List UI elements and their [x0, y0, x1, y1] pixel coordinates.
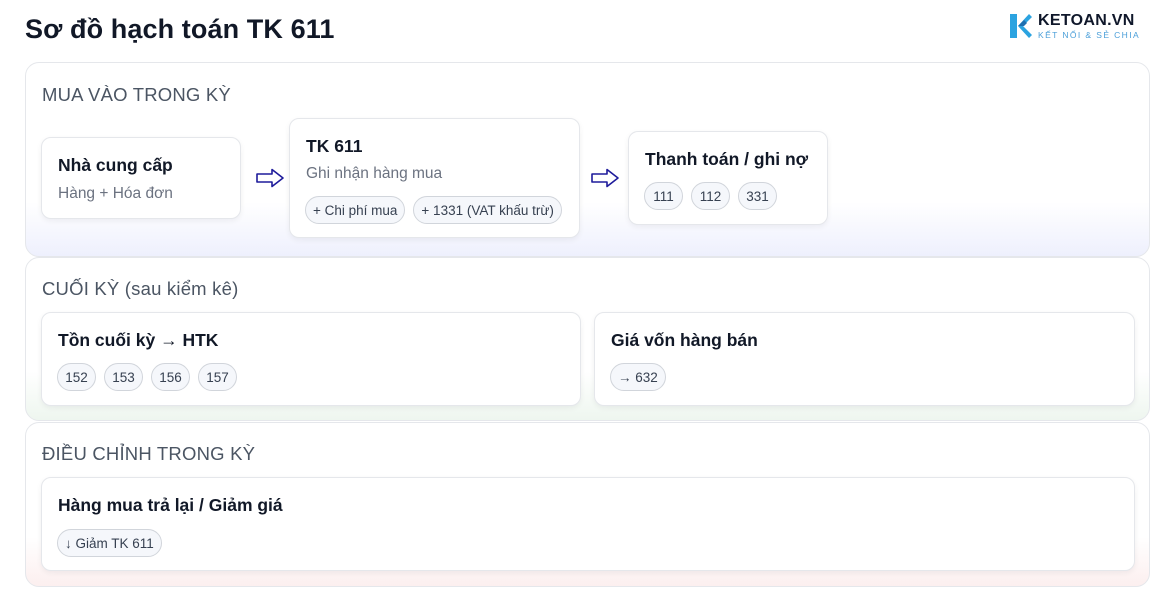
payment-card-title: Thanh toán / ghi nợ — [645, 149, 809, 169]
logo-slogan: KẾT NỐI & SẺ CHIA — [1038, 29, 1141, 40]
closing-stock-chips: 152 153 156 157 — [57, 363, 237, 391]
period-end-section-title: CUỐI KỲ (sau kiểm kê) — [42, 278, 239, 299]
chip-vat-1331: + 1331 (VAT khấu trừ) — [413, 196, 562, 224]
chip-decrease-tk611: ↓ Giảm TK 611 — [57, 529, 162, 557]
closing-stock-card: Tồn cuối kỳ → HTK 152 153 156 157 — [41, 312, 581, 406]
chip-account-112: 112 — [691, 182, 730, 210]
chip-account-111: 111 — [644, 182, 683, 210]
payment-card: Thanh toán / ghi nợ 111 112 331 — [628, 131, 828, 225]
tk611-card-subtitle: Ghi nhận hàng mua — [306, 165, 443, 182]
k-logo-icon — [1010, 14, 1032, 38]
arrow-right-icon — [256, 168, 284, 188]
chip-account-331: 331 — [738, 182, 777, 210]
closing-stock-card-title: Tồn cuối kỳ → HTK — [58, 330, 219, 350]
supplier-card: Nhà cung cấp Hàng + Hóa đơn — [41, 137, 241, 219]
adjustment-section: ĐIỀU CHỈNH TRONG KỲ Hàng mua trả lại / G… — [25, 422, 1150, 587]
returns-card: Hàng mua trả lại / Giảm giá ↓ Giảm TK 61… — [41, 477, 1135, 571]
purchase-section-title: MUA VÀO TRONG KỲ — [42, 84, 231, 105]
supplier-card-subtitle: Hàng + Hóa đơn — [58, 185, 173, 202]
returns-chips: ↓ Giảm TK 611 — [57, 529, 162, 557]
payment-chips: 111 112 331 — [644, 182, 777, 210]
arrow-right-icon — [591, 168, 619, 188]
tk611-card: TK 611 Ghi nhận hàng mua + Chi phí mua +… — [289, 118, 580, 238]
cogs-card-title: Giá vốn hàng bán — [611, 330, 758, 350]
chip-purchase-cost: + Chi phí mua — [305, 196, 406, 224]
tk611-chips: + Chi phí mua + 1331 (VAT khấu trừ) — [305, 196, 562, 224]
cogs-chips: → 632 — [610, 363, 666, 391]
returns-card-title: Hàng mua trả lại / Giảm giá — [58, 495, 283, 515]
chip-account-157: 157 — [198, 363, 237, 391]
logo-name: KETOAN.VN — [1038, 11, 1135, 29]
period-end-section: CUỐI KỲ (sau kiểm kê) Tồn cuối kỳ → HTK … — [25, 257, 1150, 421]
chip-account-152: 152 — [57, 363, 96, 391]
supplier-card-title: Nhà cung cấp — [58, 155, 173, 175]
cogs-card: Giá vốn hàng bán → 632 — [594, 312, 1135, 406]
chip-account-153: 153 — [104, 363, 143, 391]
adjustment-section-title: ĐIỀU CHỈNH TRONG KỲ — [42, 443, 256, 464]
chip-account-632: → 632 — [610, 363, 666, 391]
purchase-section: MUA VÀO TRONG KỲ Nhà cung cấp Hàng + Hóa… — [25, 62, 1150, 257]
ketoan-logo[interactable]: KETOAN.VN KẾT NỐI & SẺ CHIA — [1008, 11, 1153, 41]
chip-account-156: 156 — [151, 363, 190, 391]
page-title: Sơ đồ hạch toán TK 611 — [25, 14, 335, 44]
tk611-card-title: TK 611 — [306, 136, 363, 156]
